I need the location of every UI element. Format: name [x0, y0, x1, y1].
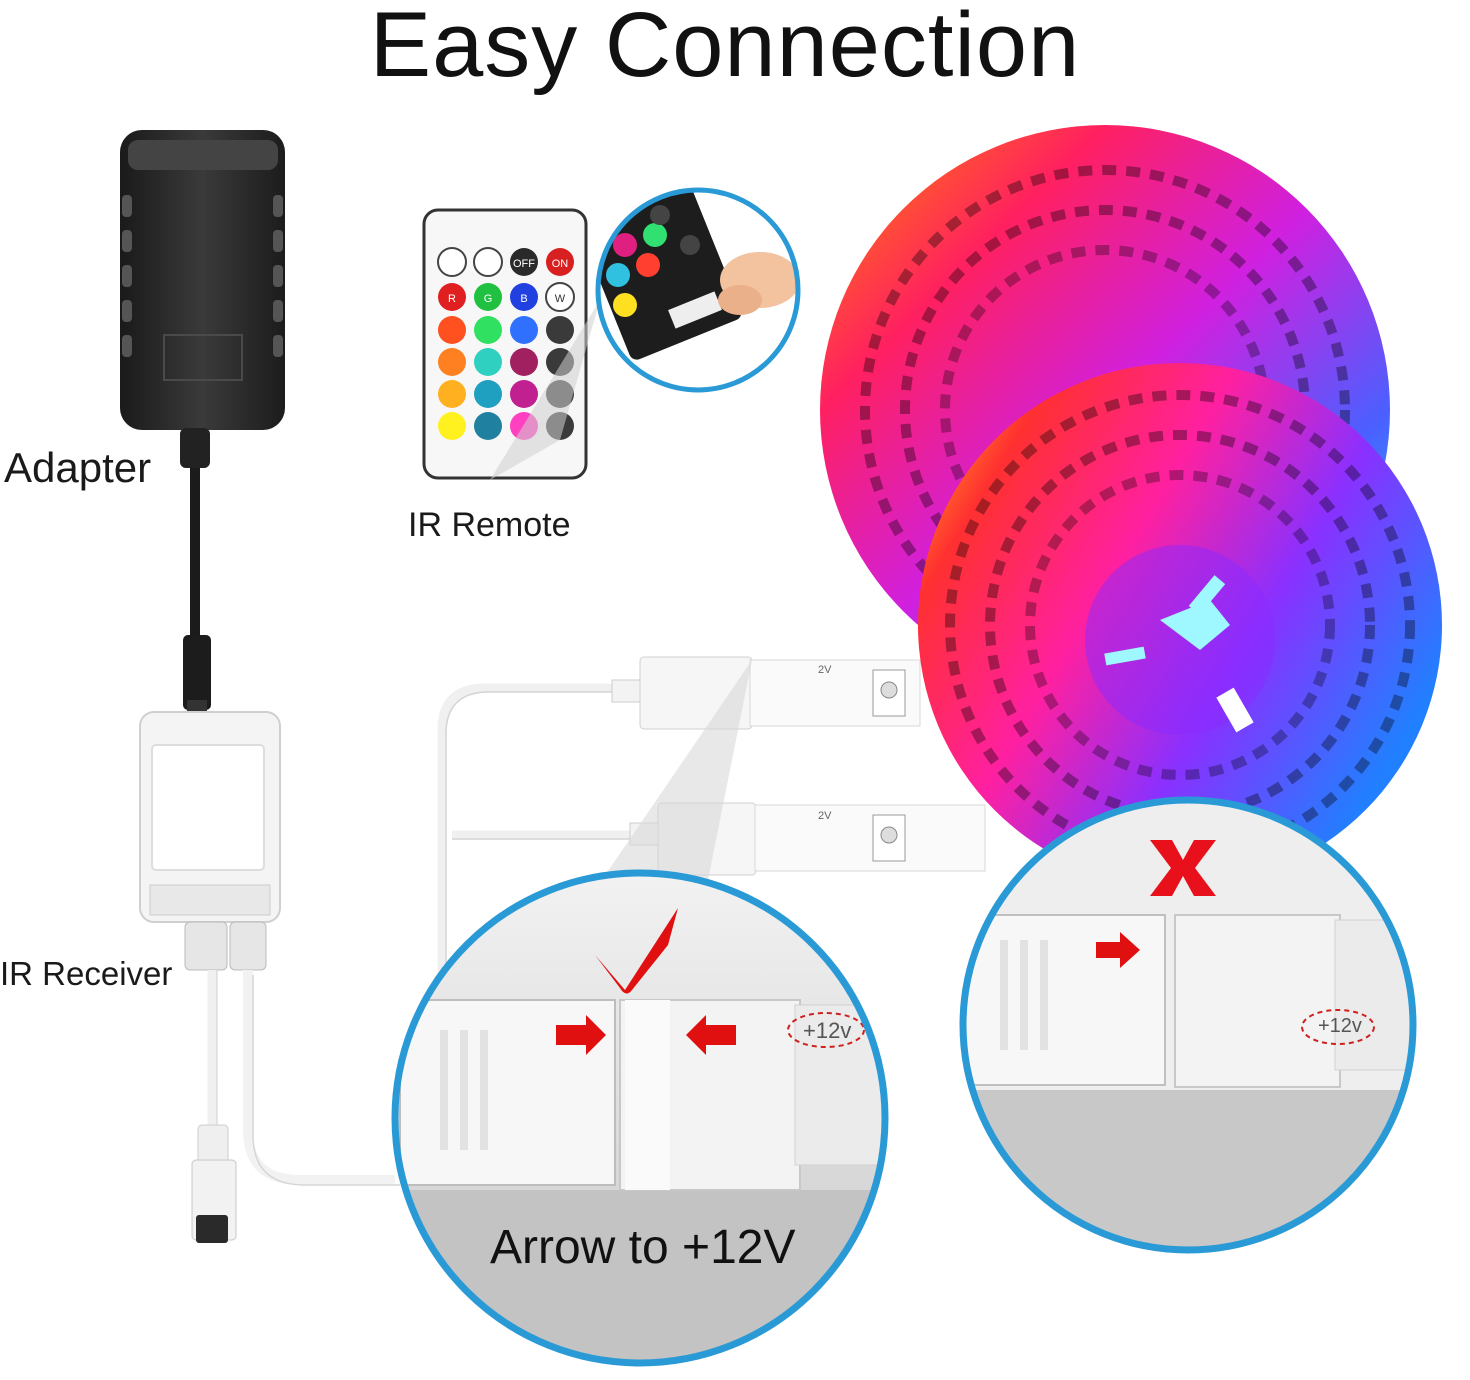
arrow-right-icon [1096, 932, 1140, 968]
wrong-connection-zoom [959, 796, 1417, 1254]
strip-voltage-mark-top: 2V [818, 664, 832, 676]
remote-zoom-beam [490, 300, 600, 480]
strip-wires [437, 683, 630, 1004]
ir-remote: OFF ON R G B W [422, 208, 588, 480]
strip-connector-top [611, 656, 921, 730]
ir-remote-label: IR Remote [408, 506, 571, 544]
cross-icon [1150, 840, 1216, 896]
remote-b-label: B [520, 293, 527, 305]
arrow-to-12v-caption: Arrow to +12V [490, 1221, 796, 1274]
adapter-label: Adapter [4, 444, 152, 491]
correct-connection-zoom [391, 869, 889, 1367]
arrow-right-icon [556, 1015, 606, 1055]
remote-g-label: G [484, 293, 493, 305]
ir-receiver-box [139, 711, 400, 1243]
remote-r-label: R [448, 293, 456, 305]
strip-voltage-mark-bottom: 2V [818, 810, 832, 822]
remote-off-label: OFF [513, 258, 535, 270]
led-strip-reel-front [918, 363, 1442, 887]
remote-on-label: ON [552, 258, 569, 270]
plus-12v-label-left: +12v [803, 1018, 852, 1043]
checkmark-icon [595, 908, 678, 994]
arrow-left-icon [686, 1015, 736, 1055]
remote-w-label: W [555, 293, 566, 305]
power-adapter [120, 130, 285, 718]
battery-tab-zoom [595, 187, 801, 393]
page-title: Easy Connection [369, 0, 1081, 96]
plus-12v-label-right: +12v [1318, 1015, 1362, 1037]
ir-receiver-label: IR Receiver [0, 955, 173, 992]
